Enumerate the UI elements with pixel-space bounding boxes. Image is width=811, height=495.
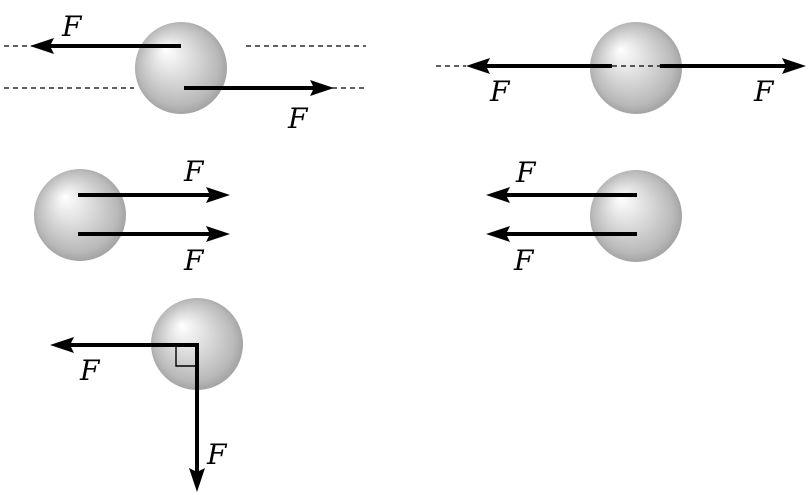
ball bbox=[135, 22, 227, 114]
force-label-lower: F bbox=[183, 244, 205, 277]
force-label-upper: F bbox=[183, 155, 205, 188]
force-label-lower: F bbox=[513, 244, 535, 277]
arrowhead-left bbox=[30, 38, 54, 54]
right-angle-mark bbox=[175, 345, 197, 367]
panel-offset-opposite: F F bbox=[4, 10, 366, 135]
force-label-upper: F bbox=[515, 156, 537, 189]
arrowhead-lower bbox=[486, 226, 510, 242]
panel-perpendicular: F F bbox=[50, 298, 243, 492]
ball bbox=[590, 22, 682, 114]
arrowhead-upper bbox=[206, 187, 230, 203]
arrowhead-lower bbox=[206, 226, 230, 242]
ball bbox=[590, 170, 682, 262]
force-label-down: F bbox=[206, 438, 228, 471]
arrowhead-right bbox=[782, 58, 806, 74]
arrowhead-upper bbox=[486, 187, 510, 203]
panel-collinear-opposite: F F bbox=[436, 22, 806, 114]
panel-parallel-left: F F bbox=[486, 156, 682, 277]
force-label-top: F bbox=[61, 10, 83, 43]
arrowhead-down bbox=[189, 468, 205, 492]
force-label-right: F bbox=[753, 75, 775, 108]
force-label-bottom: F bbox=[287, 102, 309, 135]
arrowhead-left bbox=[466, 58, 490, 74]
panel-parallel-right: F F bbox=[34, 155, 230, 277]
arrowhead-right bbox=[310, 80, 334, 96]
arrowhead-left bbox=[50, 337, 74, 353]
force-label-left: F bbox=[489, 75, 511, 108]
force-label-left: F bbox=[79, 354, 101, 387]
ball bbox=[34, 169, 126, 261]
